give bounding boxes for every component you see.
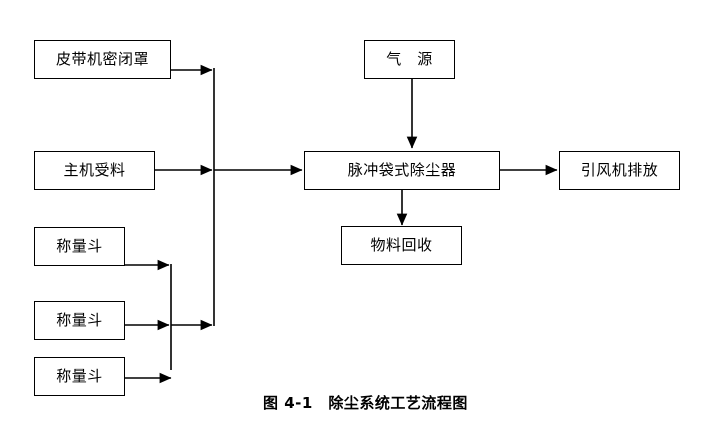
node-main-machine-feed-label: 主机受料 [63,161,126,179]
node-belt-hood-label: 皮带机密闭罩 [55,50,149,68]
node-weigh-hopper-2-label: 称量斗 [56,311,103,329]
node-weigh-hopper-1-label: 称量斗 [56,237,103,255]
node-air-source[interactable]: 气 源 [364,40,455,79]
node-induced-draft-fan-discharge[interactable]: 引风机排放 [559,151,680,190]
node-material-recovery[interactable]: 物料回收 [341,226,462,265]
node-weigh-hopper-2[interactable]: 称量斗 [34,301,125,340]
node-weigh-hopper-3-label: 称量斗 [56,367,103,385]
node-main-machine-feed[interactable]: 主机受料 [34,151,155,190]
node-air-source-label: 气 源 [386,50,433,68]
node-weigh-hopper-3[interactable]: 称量斗 [34,357,125,396]
figure-caption: 图 4-1 除尘系统工艺流程图 [263,394,468,412]
node-pulse-bag-dust-collector[interactable]: 脉冲袋式除尘器 [304,151,500,190]
node-material-recovery-label: 物料回收 [370,236,433,254]
node-induced-draft-fan-discharge-label: 引风机排放 [580,161,659,179]
node-weigh-hopper-1[interactable]: 称量斗 [34,227,125,266]
node-pulse-bag-dust-collector-label: 脉冲袋式除尘器 [347,161,457,179]
node-belt-hood[interactable]: 皮带机密闭罩 [34,40,171,79]
